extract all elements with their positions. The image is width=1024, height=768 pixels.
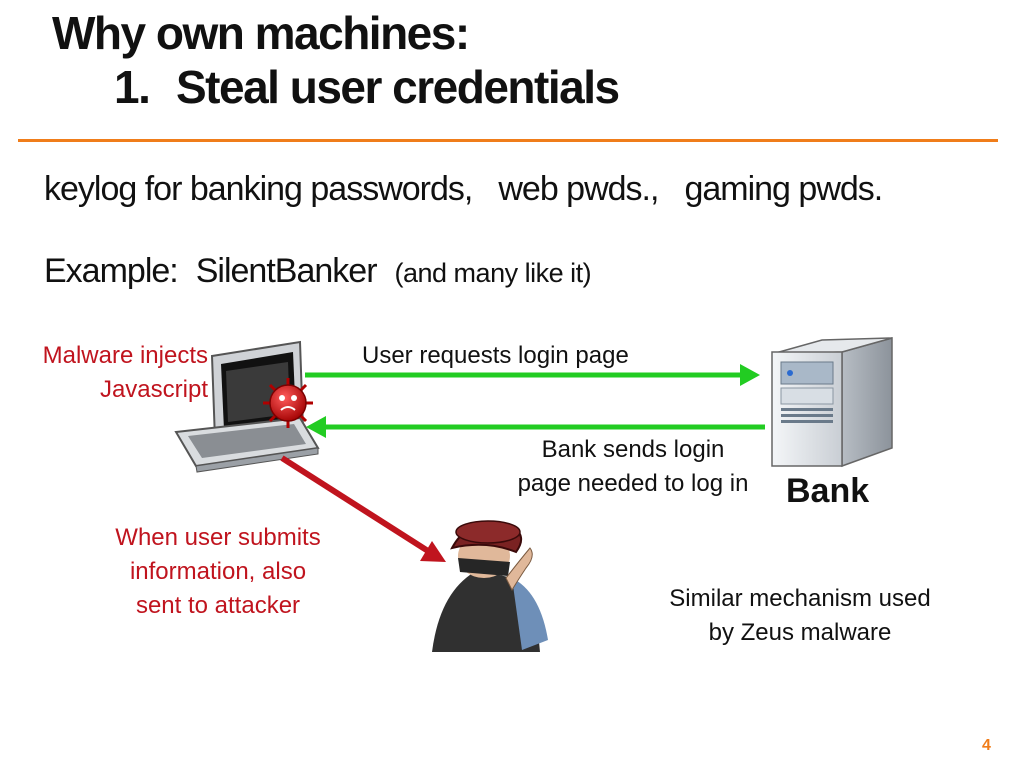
zeus-note-line2: by Zeus malware: [708, 619, 892, 646]
example-label: Example:: [44, 252, 179, 290]
exfiltration-arrow: [280, 455, 446, 562]
bullet-web: web pwds.,: [498, 170, 659, 208]
response-label-line2: page needed to log in: [517, 470, 749, 497]
response-arrow: [306, 416, 765, 438]
malware-label-line2: Javascript: [99, 376, 208, 403]
virus-icon: [263, 378, 313, 428]
example-name: SilentBanker: [195, 252, 378, 290]
malware-label-line1: Malware injects: [42, 342, 208, 369]
page-number: 4: [982, 737, 991, 754]
slide-title-line1: Why own machines:: [52, 7, 470, 59]
submit-label-line2: information, also: [129, 558, 307, 585]
bullet-banking: keylog for banking passwords,: [44, 170, 473, 208]
title-list-text: Steal user credentials: [176, 61, 620, 113]
request-label: User requests login page: [362, 342, 629, 369]
slide-title-line2: 1. Steal user credentials: [114, 60, 620, 114]
response-label: Bank sends login page needed to log in: [498, 433, 768, 501]
example-line: Example: SilentBanker (and many like it): [44, 252, 592, 291]
server-icon: [771, 337, 893, 468]
bank-label: Bank: [786, 472, 870, 510]
example-note: (and many like it): [394, 258, 592, 288]
submit-label-line3: sent to attacker: [135, 592, 301, 619]
request-arrow: [305, 364, 760, 386]
zeus-note-line1: Similar mechanism used: [669, 585, 931, 612]
bullet-gaming: gaming pwds.: [684, 170, 883, 208]
response-label-line1: Bank sends login: [541, 436, 725, 463]
bullet-line: keylog for banking passwords, web pwds., g…: [44, 170, 883, 209]
title-list-number: 1.: [114, 61, 151, 113]
zeus-note: Similar mechanism used by Zeus malware: [630, 582, 970, 650]
submit-label: When user submits information, also sent…: [92, 521, 344, 623]
submit-label-line1: When user submits: [115, 524, 321, 551]
attacker-icon: [432, 520, 548, 652]
title-divider: [18, 139, 998, 142]
malware-label: Malware injects Javascript: [43, 339, 208, 407]
